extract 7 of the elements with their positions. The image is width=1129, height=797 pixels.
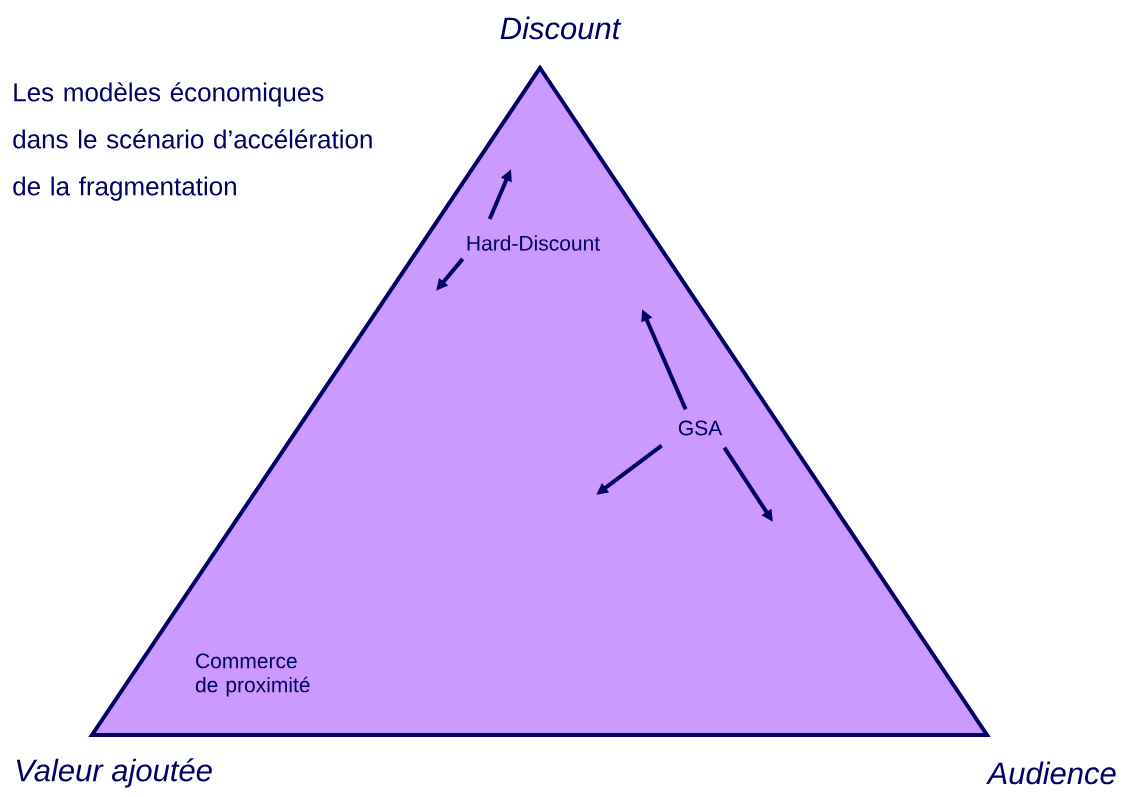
corner-label: Discount [500,16,622,40]
corner-label: Audience [986,761,1116,785]
node-label: GSA [678,420,723,436]
node-label: Commerce de proximité [195,653,310,697]
title: Les modèles économiques dans le scénario d’accélération de la fragmentation [13,82,372,201]
node-label: Hard-Discount [467,235,600,251]
corner-label: Valeur ajoutée [16,758,212,788]
